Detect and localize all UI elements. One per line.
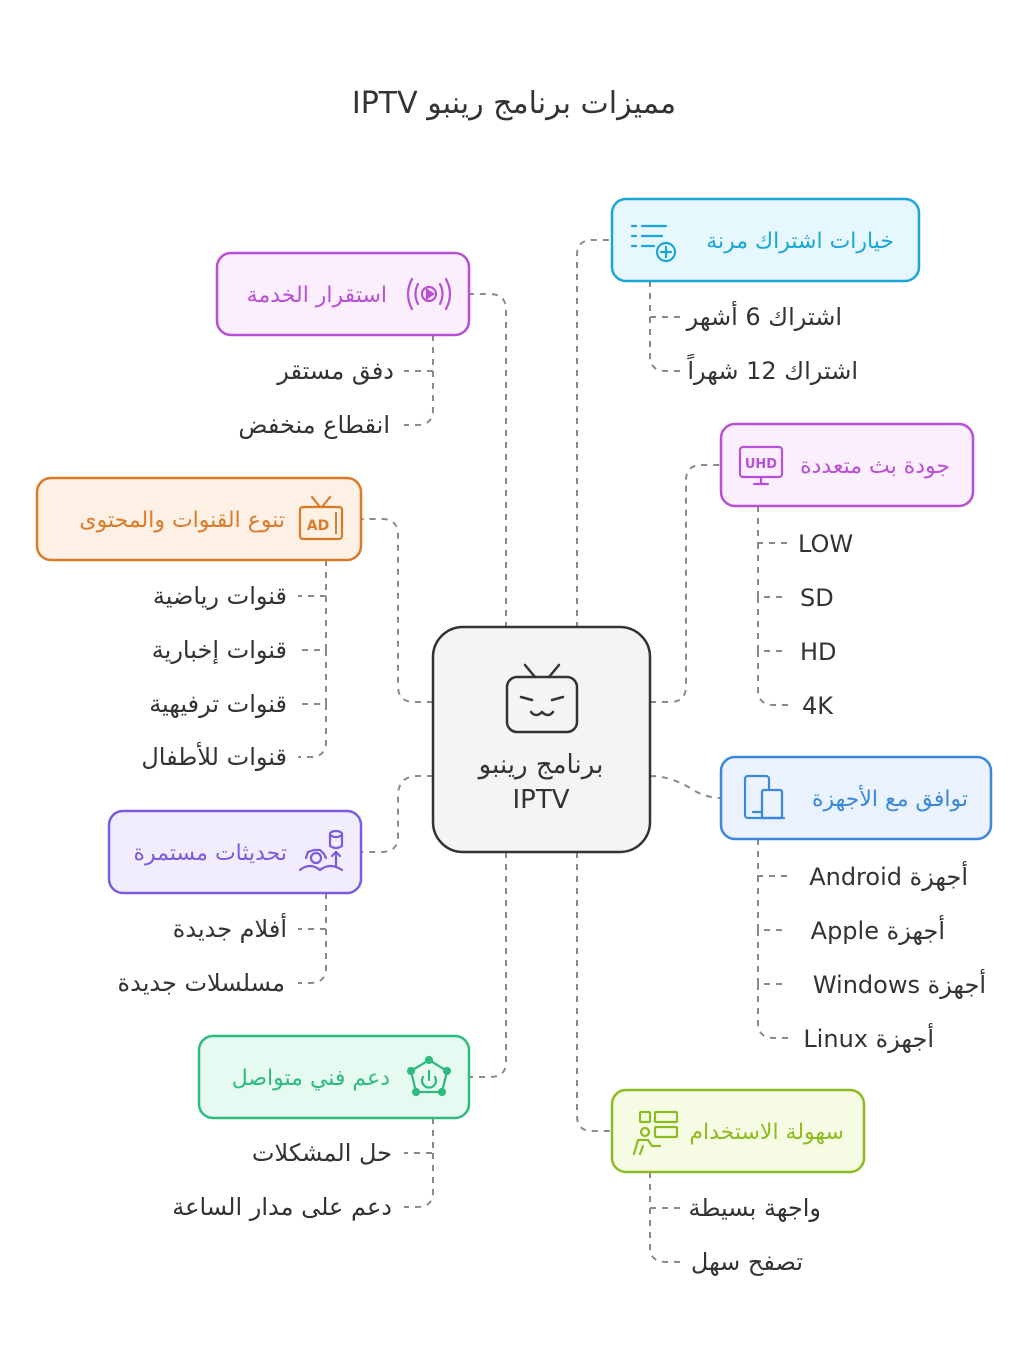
connector-subscription <box>576 239 612 628</box>
leaf-subscription-2: اشتراك 12 شهراً <box>687 354 858 385</box>
list-add-icon <box>630 224 677 263</box>
center-label-line1: برنامج رينبو <box>477 750 604 780</box>
ad-tv-icon: AD <box>298 495 344 541</box>
connector-support <box>470 852 507 1078</box>
center-label-line2: IPTV <box>512 785 569 815</box>
branch-updates-label: تحديثات مستمرة <box>134 841 287 866</box>
leaf-subscription-1: اشتراك 6 أشهر <box>686 301 842 331</box>
support-network-icon <box>406 1055 452 1097</box>
svg-text:AD: AD <box>307 518 329 534</box>
svg-text:UHD: UHD <box>745 457 777 472</box>
branch-stability-label: استقرار الخدمة <box>247 283 387 308</box>
connector-updates <box>362 775 433 853</box>
leaf-usability-2: تصفح سهل <box>691 1248 803 1276</box>
branch-subscription[interactable]: خيارات اشتراك مرنة <box>610 197 921 283</box>
connector-quality <box>650 464 721 703</box>
branch-usability[interactable]: سهولة الاستخدام <box>610 1088 866 1174</box>
leaf-devices-1: أجهزة Android <box>809 861 968 891</box>
branch-devices[interactable]: توافق مع الأجهزة <box>719 755 993 841</box>
branch-quality[interactable]: UHD جودة بث متعددة <box>719 422 975 508</box>
leaf-support-2: دعم على مدار الساعة <box>172 1193 392 1221</box>
branch-usability-label: سهولة الاستخدام <box>689 1120 844 1145</box>
user-dashboard-icon <box>632 1110 679 1156</box>
leaf-quality-2: SD <box>800 584 834 612</box>
leaf-stability-1: دفق مستقر <box>276 357 394 385</box>
center-node[interactable]: برنامج رينبو IPTV <box>431 625 652 854</box>
connector-devices <box>649 775 722 799</box>
branch-updates[interactable]: تحديثات مستمرة <box>107 809 363 895</box>
leaf-updates-2: مسلسلات جديدة <box>118 969 285 997</box>
leaf-devices-3: أجهزة Windows <box>813 969 986 999</box>
gear-database-icon <box>298 829 344 872</box>
leaf-channels-4: قنوات للأطفال <box>141 742 287 771</box>
branch-support[interactable]: دعم فني متواصل <box>197 1034 471 1120</box>
leaf-stability-2: انقطاع منخفض <box>238 411 390 439</box>
connector-channels <box>362 518 433 703</box>
diagram-title: مميزات برنامج رينبو IPTV <box>352 86 676 121</box>
leaf-quality-1: LOW <box>798 530 853 558</box>
leaf-connectors <box>298 281 788 1263</box>
branch-stability[interactable]: استقرار الخدمة <box>215 251 471 337</box>
leaf-quality-4: 4K <box>802 692 834 720</box>
broadcast-icon <box>406 277 452 311</box>
connector-stability <box>470 293 507 628</box>
leaf-support-1: حل المشكلات <box>252 1139 392 1167</box>
leaf-quality-3: HD <box>800 638 837 666</box>
branch-quality-label: جودة بث متعددة <box>800 454 950 479</box>
uhd-monitor-icon: UHD <box>738 445 784 486</box>
leaf-devices-2: أجهزة Apple <box>811 915 945 945</box>
branch-devices-label: توافق مع الأجهزة <box>812 785 968 812</box>
leaf-updates-1: أفلام جديدة <box>173 913 287 943</box>
branch-subscription-label: خيارات اشتراك مرنة <box>706 229 894 254</box>
devices-icon <box>743 774 786 820</box>
branch-channels[interactable]: AD تنوع القنوات والمحتوى <box>35 476 363 562</box>
connectors <box>362 239 722 1132</box>
leaf-channels-2: قنوات إخبارية <box>152 636 287 665</box>
tv-face-icon <box>505 663 579 734</box>
branch-channels-label: تنوع القنوات والمحتوى <box>79 508 285 533</box>
leaf-channels-3: قنوات ترفيهية <box>149 690 287 718</box>
connector-usability <box>576 852 612 1132</box>
leaf-devices-4: أجهزة Linux <box>803 1023 934 1053</box>
leaf-channels-1: قنوات رياضية <box>153 582 287 610</box>
branch-support-label: دعم فني متواصل <box>232 1066 390 1091</box>
leaf-usability-1: واجهة بسيطة <box>688 1194 821 1222</box>
